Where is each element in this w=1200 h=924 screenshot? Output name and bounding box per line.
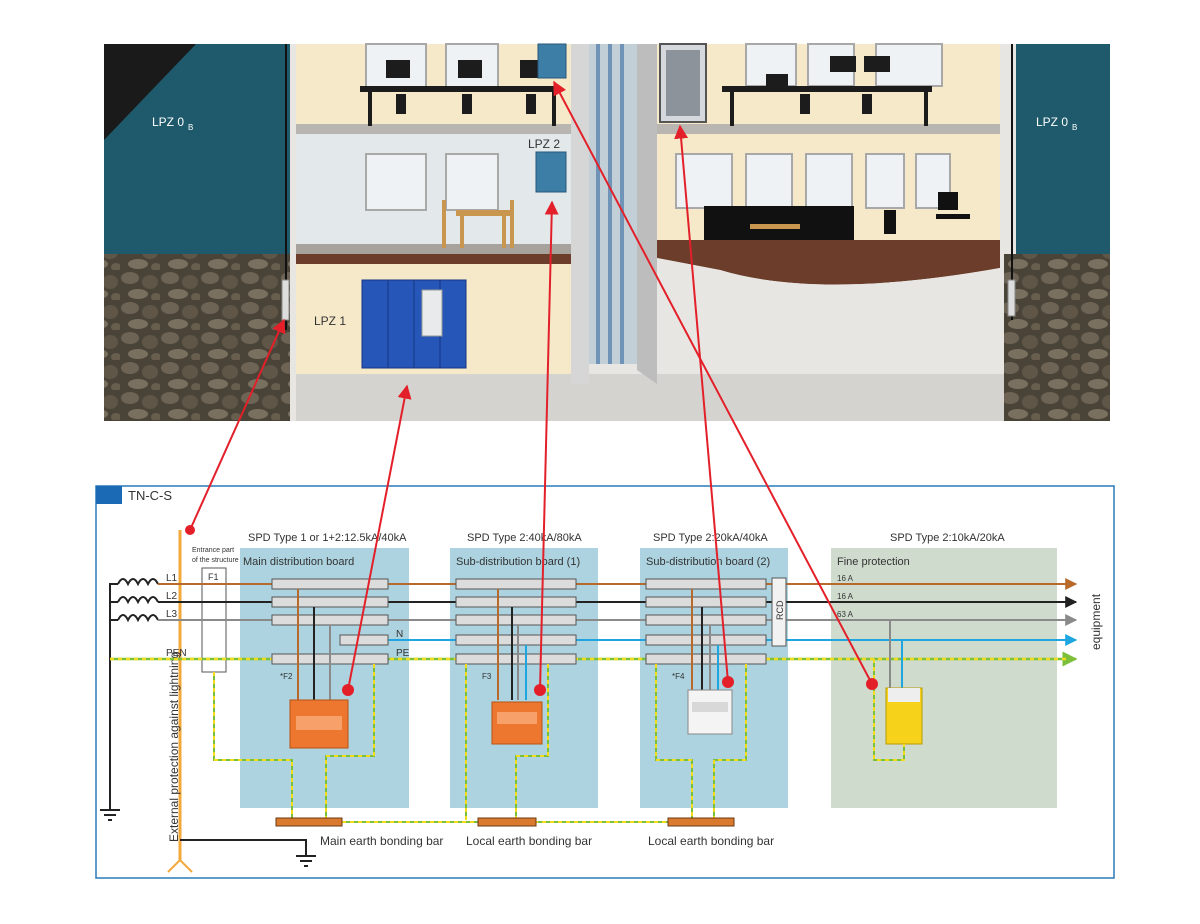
lpz1-label: LPZ 1 bbox=[314, 314, 346, 328]
left-soil bbox=[104, 254, 290, 421]
lpz2-label: LPZ 2 bbox=[528, 137, 560, 151]
main-distribution-board-panel bbox=[240, 548, 409, 808]
pe-label: PE bbox=[396, 648, 410, 659]
external-protection-label: External protection against lightning bbox=[167, 652, 181, 842]
rcd-device bbox=[771, 577, 787, 647]
main-earth-bonding-bar bbox=[275, 817, 343, 827]
system-title: TN-C-S bbox=[128, 488, 172, 503]
zone-arrows bbox=[189, 80, 873, 691]
spd-type1-device bbox=[289, 699, 349, 749]
breaker-label-1: 16 A bbox=[837, 574, 854, 583]
spd-header-2: SPD Type 2:40kA/80kA bbox=[467, 532, 582, 544]
board-title-main: Main distribution board bbox=[243, 556, 354, 568]
board-title-fine: Fine protection bbox=[837, 556, 910, 568]
lpz2-board bbox=[535, 151, 567, 193]
fine-protection-panel bbox=[831, 548, 1057, 808]
spd-type2-20ka-device bbox=[687, 689, 733, 735]
n-label: N bbox=[396, 629, 403, 640]
breaker-label-2: 16 A bbox=[837, 592, 854, 601]
lpz0-left-subscript: B bbox=[188, 123, 193, 132]
arrow-origin-dots bbox=[185, 525, 878, 696]
main-earth-bonding-bar-label: Main earth bonding bar bbox=[320, 834, 443, 848]
transformer-coils bbox=[100, 578, 159, 821]
entrance-label-2: of the structure bbox=[192, 557, 239, 564]
spd-type2-40ka-device bbox=[491, 701, 543, 745]
breaker-label-3: 63 A bbox=[837, 610, 854, 619]
equipment-label: equipment bbox=[1089, 593, 1103, 650]
local-earth-bonding-bar-1 bbox=[477, 817, 537, 827]
l1-label: L1 bbox=[166, 573, 178, 584]
lpz0-left-label: LPZ 0 bbox=[152, 115, 184, 129]
tn-c-s-schematic: TN-C-S SPD Type 1 or 1+2:12.5kA/40kA SPD… bbox=[95, 485, 1115, 879]
fuse-f3-label: F3 bbox=[482, 672, 492, 681]
fuse-f4-label: *F4 bbox=[672, 672, 685, 681]
building-illustration: LPZ 0 B LPZ 0 B LPZ 1 LPZ 2 bbox=[104, 43, 1110, 421]
spd-header-1: SPD Type 1 or 1+2:12.5kA/40kA bbox=[248, 532, 407, 544]
arrow-sub1-to-lpz2 bbox=[539, 200, 559, 691]
arrow-sub2-to-server-rack bbox=[674, 124, 729, 683]
l3-label: L3 bbox=[166, 609, 178, 620]
right-facade bbox=[1016, 44, 1110, 254]
board-title-sub1: Sub-distribution board (1) bbox=[456, 556, 580, 568]
entrance-label-1: Entrance part bbox=[192, 547, 234, 554]
board-title-sub2: Sub-distribution board (2) bbox=[646, 556, 770, 568]
spd-type2-10ka-device bbox=[885, 687, 923, 745]
spd-header-4: SPD Type 2:10kA/20kA bbox=[890, 532, 1005, 544]
lpz0-right-label: LPZ 0 bbox=[1036, 115, 1068, 129]
arrow-main-board-to-lpz1 bbox=[347, 384, 412, 691]
local-earth-bonding-bar-label-1: Local earth bonding bar bbox=[466, 834, 592, 848]
lpz0-right-subscript: B bbox=[1072, 123, 1077, 132]
arrow-entrance-to-lpz0 bbox=[189, 318, 286, 531]
fuse-f1-label: F1 bbox=[208, 572, 219, 582]
local-earth-bonding-bar-2 bbox=[667, 817, 735, 827]
arrow-fine-protection-to-office bbox=[553, 80, 873, 685]
fuse-f2-label: *F2 bbox=[280, 672, 293, 681]
right-soil bbox=[1004, 254, 1110, 421]
l2-label: L2 bbox=[166, 591, 178, 602]
sub-distribution-board-1-panel bbox=[450, 548, 598, 808]
spd-header-3: SPD Type 2:20kA/40kA bbox=[653, 532, 768, 544]
pen-label: PEN bbox=[166, 648, 187, 659]
rcd-label: RCD bbox=[775, 600, 785, 620]
local-earth-bonding-bar-label-2: Local earth bonding bar bbox=[648, 834, 774, 848]
